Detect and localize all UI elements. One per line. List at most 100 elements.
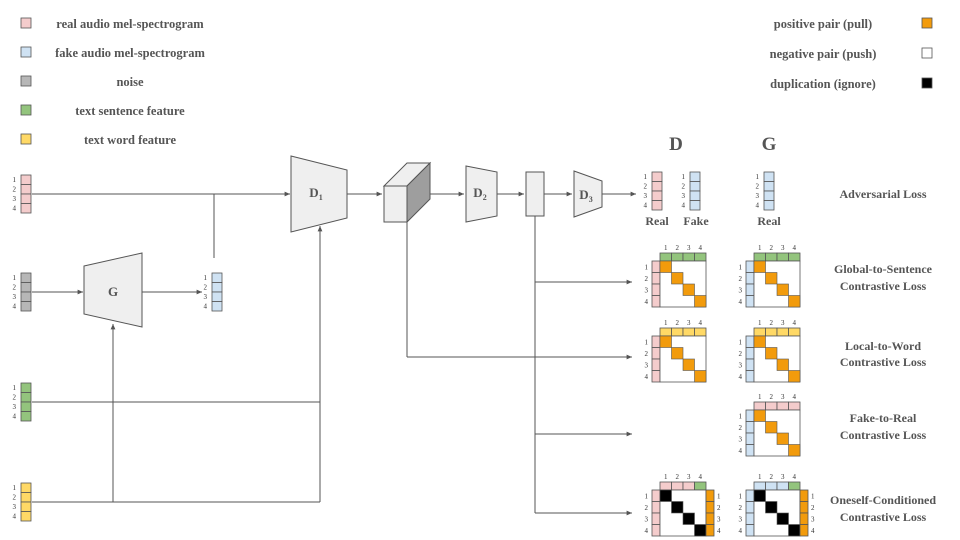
legend-item-sentence: text sentence feature (20, 104, 185, 118)
noise-input-vector-cell (20, 282, 32, 293)
generator-block: G (83, 252, 143, 328)
g-oneself-matrix-row-cell (745, 512, 755, 525)
legend-label-duplication: duplication (ignore) (770, 77, 876, 91)
word-swatch (20, 133, 32, 145)
d-oneself-matrix-row-cell (651, 501, 661, 514)
g-oneself-matrix-col-tick: 1 (758, 473, 762, 481)
d2-sub: 2 (483, 193, 487, 202)
d-real-output-vector-cell (651, 190, 663, 201)
real-input-vector-cell (20, 174, 32, 185)
d-fake-output-vector-tick: 1 (682, 173, 686, 181)
d-oneself-matrix-row-tick: 1 (645, 493, 649, 501)
d-oneself-matrix-row-tick: 4 (645, 527, 649, 535)
loss-oneself-label-line2: Contrastive Loss (840, 510, 927, 524)
sentence-input-vector-tick: 3 (13, 403, 17, 411)
d-word-matrix-row-cell (651, 347, 661, 360)
d-word-matrix-header-cell (671, 327, 684, 337)
g-word-matrix-col-tick: 2 (770, 319, 774, 327)
d-real-output-vector-cell (651, 200, 663, 211)
g-sentence-matrix-header-cell (788, 252, 801, 262)
feature-vector (525, 171, 545, 217)
d-sentence-matrix-col-tick: 2 (676, 244, 680, 252)
d-oneself-matrix-row-tick: 3 (645, 516, 649, 524)
d-oneself-matrix-col-tick: 3 (687, 473, 691, 481)
loss-labels: Adversarial Loss Global-to-Sentence Cont… (830, 187, 936, 524)
g-word-matrix-positive-cell (765, 347, 778, 360)
d-sentence-matrix-col-tick: 4 (699, 244, 703, 252)
d-real-output-vector-tick: 4 (644, 202, 648, 210)
d1-label: D1 (309, 185, 322, 202)
g-sentence-matrix-positive-cell (753, 260, 766, 273)
noise-input-vector-cell (20, 301, 32, 312)
legend-item-real: real audio mel-spectrogram (20, 17, 204, 31)
d-oneself-matrix-row-cell (651, 489, 661, 502)
g-oneself-matrix-row-tick: 3 (739, 516, 743, 524)
d-oneself-matrix-duplication-cell (682, 512, 695, 525)
g-oneself-matrix-duplication-cell (788, 524, 801, 537)
loss-adversarial-label: Adversarial Loss (840, 187, 927, 201)
g-sentence-matrix-col-tick: 4 (793, 244, 797, 252)
g-fake-real-matrix-header-cell (776, 401, 789, 411)
g-word-matrix-col-tick: 1 (758, 319, 762, 327)
word-input-vector-tick: 3 (13, 503, 17, 511)
g-fake-real-matrix-positive-cell (788, 444, 801, 457)
legend-right: positive pair (pull) negative pair (push… (770, 17, 933, 91)
sentence-input-vector-tick: 2 (13, 394, 17, 402)
real-input-vector-tick: 4 (13, 205, 17, 213)
d2-shape (465, 165, 498, 223)
feature-cube (382, 161, 432, 224)
d-real-output-vector-tick: 2 (644, 183, 648, 191)
legend-item-fake: fake audio mel-spectrogram (20, 46, 205, 60)
d-sentence-matrix-row-cell (651, 272, 661, 285)
d-word-matrix-row-tick: 3 (645, 362, 649, 370)
g-word-matrix-header-cell (753, 327, 766, 337)
noise-input-vector-cell (20, 272, 32, 283)
g-fake-output-vector-tick: 4 (756, 202, 760, 210)
g-word-matrix-col-tick: 4 (793, 319, 797, 327)
fake-generated-vector-cell (211, 272, 223, 283)
d-sentence-matrix-row-tick: 1 (645, 264, 649, 272)
d-oneself-matrix-row-cell (651, 524, 661, 537)
d-oneself-matrix-right-cell (705, 512, 715, 525)
d-word-matrix-header-cell (659, 327, 672, 337)
d1-block: D1 (290, 155, 348, 233)
d-word-matrix-row-tick: 2 (645, 350, 649, 358)
d1-sub: 1 (319, 193, 323, 202)
noise-swatch (20, 75, 32, 87)
g-oneself-matrix-right-tick: 3 (811, 516, 815, 524)
d-word-matrix-col-tick: 4 (699, 319, 703, 327)
d-oneself-matrix-row-cell (651, 512, 661, 525)
d-sentence-matrix-positive-cell (682, 283, 695, 296)
g-sentence-matrix-positive-cell (788, 295, 801, 308)
fake-generated-vector-tick: 3 (204, 293, 208, 301)
d2-label: D2 (473, 185, 486, 202)
g-sentence-matrix-header-cell (765, 252, 778, 262)
real-input-vector-cell (20, 193, 32, 204)
d1-main: D (309, 185, 318, 200)
g-word-matrix-header-cell (765, 327, 778, 337)
g-fake-output-vector-tick: 2 (756, 183, 760, 191)
d-sentence-matrix-row-cell (651, 295, 661, 308)
g-oneself-matrix-col-tick: 4 (793, 473, 797, 481)
d-sentence-matrix-row-tick: 4 (645, 298, 649, 306)
loss-word-label-line2: Contrastive Loss (840, 355, 927, 369)
d-sentence-matrix-col-tick: 3 (687, 244, 691, 252)
column-header-g: G (762, 134, 777, 155)
d1-shape (290, 155, 348, 233)
g-oneself-matrix-right-cell (799, 489, 809, 502)
g-fake-real-matrix-header-cell (788, 401, 801, 411)
d-word-matrix-header-cell (694, 327, 707, 337)
d-word-matrix-col-tick: 3 (687, 319, 691, 327)
loss-word-label-line1: Local-to-Word (845, 339, 921, 353)
g-oneself-matrix-right-tick: 2 (811, 504, 815, 512)
negative-swatch (921, 47, 933, 59)
g-oneself-matrix-row-tick: 2 (739, 504, 743, 512)
g-sentence-matrix-row-tick: 4 (739, 298, 743, 306)
fake-swatch (20, 46, 32, 58)
